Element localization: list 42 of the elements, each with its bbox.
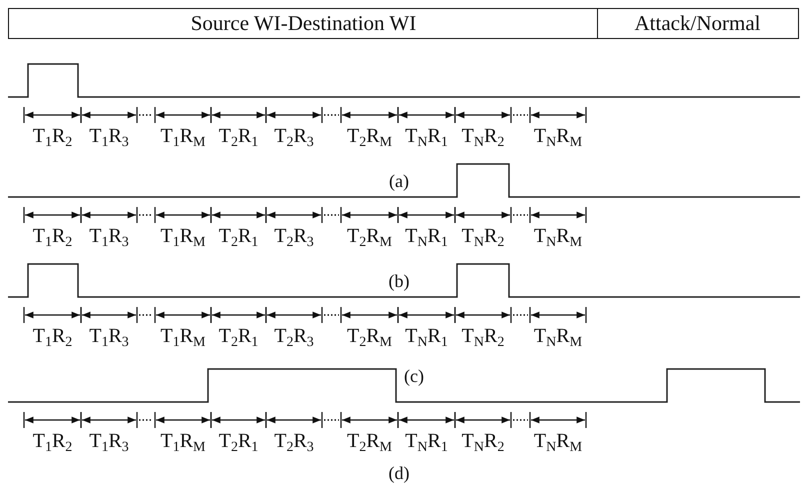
slot-label: T$_{2}$R$_{M}$ <box>347 326 392 346</box>
slot-label: T$_{2}$R$_{1}$ <box>218 326 258 346</box>
slot-label: T$_{1}$R$_{2}$ <box>32 431 72 451</box>
slot-label: T$_{2}$R$_{M}$ <box>347 431 392 451</box>
slot-label: T$_{2}$R$_{1}$ <box>218 431 258 451</box>
slot-label: T$_{1}$R$_{3}$ <box>89 431 129 451</box>
table-header-cell: Source WI-Destination WI <box>8 8 599 39</box>
slot-label: T$_{2}$R$_{3}$ <box>274 226 314 246</box>
subfigure-caption: (a) <box>389 172 409 190</box>
subfigure-caption: (d) <box>388 464 410 482</box>
slot-label: T$_{1}$R$_{2}$ <box>32 326 72 346</box>
slot-label: T$_{2}$R$_{M}$ <box>347 126 392 146</box>
slot-label: T$_{N}$R$_{2}$ <box>462 326 504 346</box>
slot-label: T$_{N}$R$_{2}$ <box>462 226 504 246</box>
slot-label: T$_{2}$R$_{3}$ <box>274 126 314 146</box>
slot-label: T$_{N}$R$_{M}$ <box>534 431 582 451</box>
table-header-cell: Attack/Normal <box>596 8 798 39</box>
slot-label: T$_{N}$R$_{1}$ <box>405 326 448 346</box>
slot-label: T$_{2}$R$_{3}$ <box>274 326 314 346</box>
slot-label: T$_{2}$R$_{1}$ <box>218 226 258 246</box>
slot-label: T$_{N}$R$_{M}$ <box>534 226 582 246</box>
slot-label: T$_{2}$R$_{3}$ <box>274 431 314 451</box>
slot-label: T$_{N}$R$_{2}$ <box>462 126 504 146</box>
slot-label: T$_{1}$R$_{M}$ <box>160 226 206 246</box>
slot-label: T$_{2}$R$_{1}$ <box>218 126 258 146</box>
slot-label: T$_{1}$R$_{M}$ <box>160 431 206 451</box>
slot-label: T$_{N}$R$_{2}$ <box>462 431 504 451</box>
slot-label: T$_{2}$R$_{M}$ <box>347 226 392 246</box>
subfigure-caption: (c) <box>404 367 424 385</box>
subfigure-caption: (b) <box>388 272 410 290</box>
slot-label: T$_{1}$R$_{3}$ <box>89 326 129 346</box>
slot-label: T$_{N}$R$_{M}$ <box>534 126 582 146</box>
slot-label: T$_{1}$R$_{M}$ <box>160 126 206 146</box>
slot-label: T$_{1}$R$_{3}$ <box>89 126 129 146</box>
slot-label: T$_{N}$R$_{1}$ <box>405 126 448 146</box>
slot-label: T$_{1}$R$_{2}$ <box>32 226 72 246</box>
slot-label: T$_{1}$R$_{2}$ <box>32 126 72 146</box>
slot-label: T$_{1}$R$_{M}$ <box>160 326 206 346</box>
slot-label: T$_{N}$R$_{1}$ <box>405 431 448 451</box>
slot-label: T$_{1}$R$_{3}$ <box>89 226 129 246</box>
slot-label: T$_{N}$R$_{1}$ <box>405 226 448 246</box>
slot-label: T$_{N}$R$_{M}$ <box>534 326 582 346</box>
